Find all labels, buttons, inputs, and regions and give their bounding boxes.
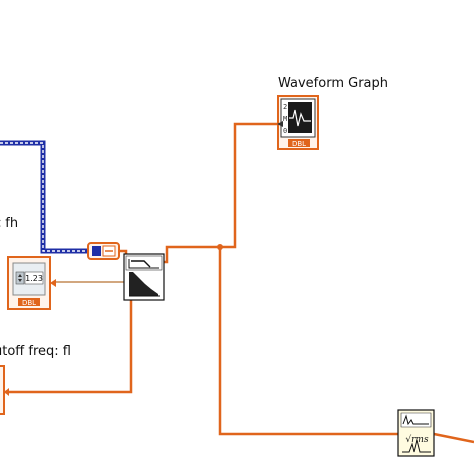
numeric-control[interactable]: 1.23 DBL <box>7 256 56 310</box>
low-cutoff-wire[interactable] <box>4 298 133 394</box>
waveform-graph-terminal[interactable]: 2 M 0 DBL <box>277 95 319 150</box>
graph-type-label: DBL <box>292 140 306 148</box>
to-dbl-conversion-node[interactable] <box>87 242 120 260</box>
wire-junction <box>217 244 223 250</box>
graph-input-wire[interactable] <box>220 122 278 249</box>
numeric-type-label: DBL <box>22 299 36 307</box>
filter-output-wire[interactable] <box>164 245 220 264</box>
low-cutoff-label: utoff freq: fl <box>0 344 71 359</box>
numeric-control-icon <box>15 271 44 285</box>
power-spectrum-icon: √rms <box>402 434 431 453</box>
svg-text:2: 2 <box>283 103 287 111</box>
waveform-graph-label: Waveform Graph <box>278 76 388 91</box>
spectrum-output-wire[interactable] <box>433 432 474 444</box>
power-spectrum-vi[interactable]: √rms <box>397 409 435 457</box>
filter-vi[interactable] <box>123 253 165 301</box>
spectrum-input-wire[interactable] <box>218 247 400 436</box>
waveform-graph-icon: 2 M 0 <box>277 102 312 135</box>
numeric-value: 1.23 <box>25 274 43 283</box>
svg-text:M: M <box>283 115 287 123</box>
orange-wires[interactable] <box>4 122 474 444</box>
dynamic-data-wire[interactable] <box>0 140 88 254</box>
svg-text:√rms: √rms <box>405 434 429 445</box>
high-cutoff-label: c fh <box>0 216 19 231</box>
svg-text:0: 0 <box>283 127 287 135</box>
low-cutoff-terminal[interactable] <box>0 365 9 415</box>
butterworth-filter-icon <box>129 272 160 297</box>
